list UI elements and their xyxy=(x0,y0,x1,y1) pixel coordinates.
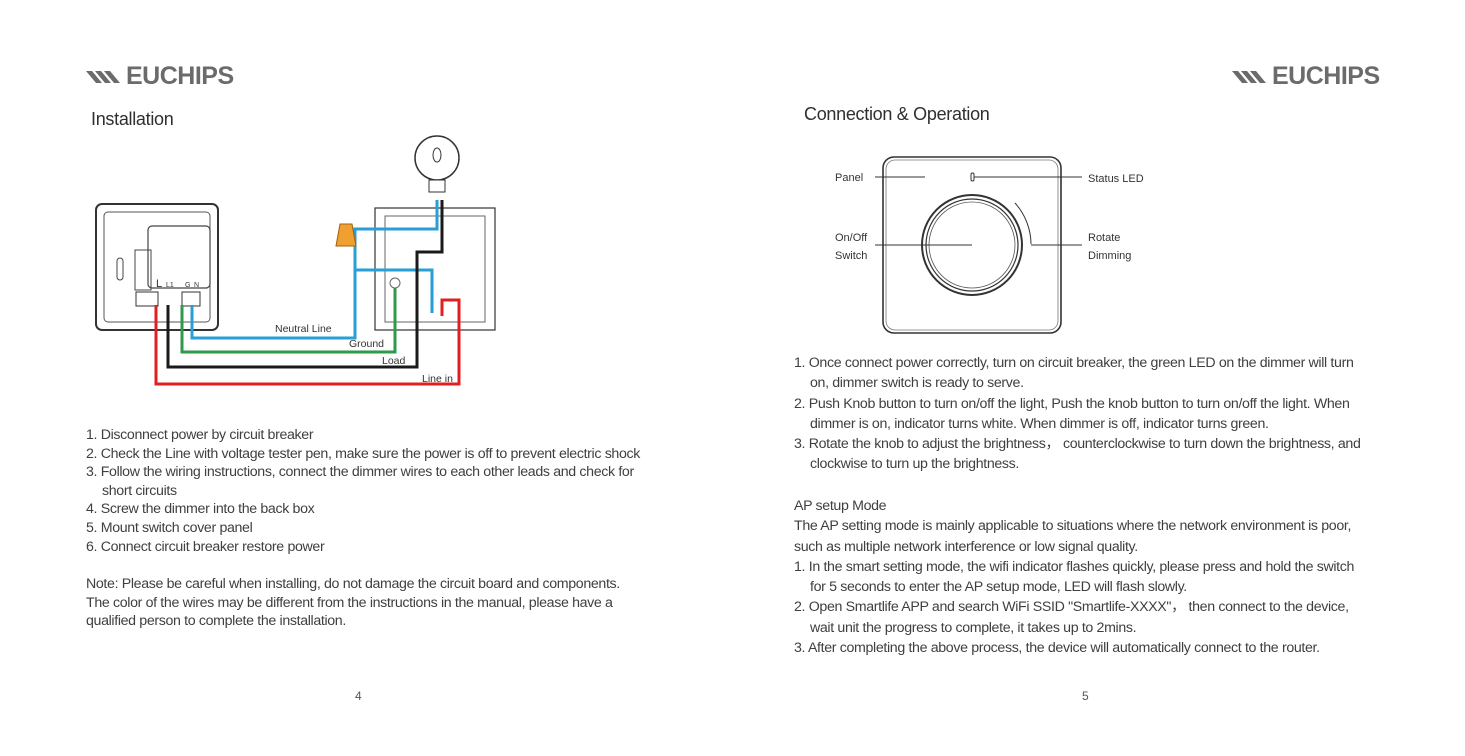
line-in-wire xyxy=(154,298,461,386)
step-text: 2. Push Knob button to turn on/off the l… xyxy=(794,395,1350,412)
installation-note: Note: Please be careful when installing,… xyxy=(86,575,620,631)
step-text: 2. Check the Line with voltage tester pe… xyxy=(86,445,641,462)
step-text: on, dimmer switch is ready to serve. xyxy=(810,375,1024,392)
ground-wire xyxy=(180,286,397,354)
label-onoff: On/Off xyxy=(835,232,868,244)
label-line-in: Line in xyxy=(422,373,453,385)
step-text: dimmer is on, indicator turns white. Whe… xyxy=(810,415,1269,432)
wire-connector-icon xyxy=(335,223,357,247)
load-wire xyxy=(166,200,444,369)
terminal-label-l1: L1 xyxy=(166,282,174,289)
note-line: Note: Please be careful when installing,… xyxy=(86,576,620,592)
step-text: 6. Connect circuit breaker restore power xyxy=(86,538,325,555)
step-text: 4. Screw the dimmer into the back box xyxy=(86,501,315,518)
label-load: Load xyxy=(382,355,406,367)
brand-logo: EUCHIPS xyxy=(86,62,234,91)
page-title: Connection & Operation xyxy=(804,104,990,124)
step-text: 3. Rotate the knob to adjust the brightn… xyxy=(794,436,1361,453)
dimmer-module xyxy=(147,225,211,289)
ap-line: 2. Open Smartlife APP and search WiFi SS… xyxy=(794,599,1349,616)
label-dimming: Dimming xyxy=(1088,250,1131,262)
neutral-wire xyxy=(190,240,357,340)
wiring-diagram: L L1 G N Neutral Line Ground Load Line i… xyxy=(95,135,496,386)
ap-line: such as multiple network interference or… xyxy=(794,538,1138,555)
note-line: The color of the wires may be different … xyxy=(86,594,613,611)
dimmer-panel-diagram: Panel Status LED On/Off Switch Rotate Di… xyxy=(835,156,1144,334)
step-text: short circuits xyxy=(102,482,177,499)
light-bulb-icon xyxy=(414,135,460,181)
operation-steps: 1. Once connect power correctly, turn on… xyxy=(794,353,1361,475)
ap-line: 1. In the smart setting mode, the wifi i… xyxy=(794,558,1355,575)
brand-logo: EUCHIPS xyxy=(1232,62,1380,91)
ap-setup-section: AP setup Mode The AP setting mode is mai… xyxy=(794,496,1354,658)
terminal-label-n: N xyxy=(194,282,199,289)
ap-line: wait unit the progress to complete, it t… xyxy=(810,619,1137,636)
label-rotate: Rotate xyxy=(1088,232,1120,244)
page-number: 4 xyxy=(355,689,362,703)
page-title: Installation xyxy=(91,109,174,129)
label-ground: Ground xyxy=(349,338,384,350)
step-text: clockwise to turn up the brightness. xyxy=(810,456,1019,473)
label-neutral: Neutral Line xyxy=(275,323,332,335)
step-text: 1. Once connect power correctly, turn on… xyxy=(794,355,1354,371)
terminal-label-l: L xyxy=(156,278,162,290)
note-line: qualified person to complete the install… xyxy=(86,613,346,630)
installation-steps: 1. Disconnect power by circuit breaker 2… xyxy=(86,426,640,556)
label-switch: Switch xyxy=(835,250,867,262)
brand-name: EUCHIPS xyxy=(126,62,234,90)
ap-line: 3. After completing the above process, t… xyxy=(794,640,1320,657)
label-status-led: Status LED xyxy=(1088,173,1144,185)
ap-line: The AP setting mode is mainly applicable… xyxy=(794,518,1352,535)
terminal-label-g: G xyxy=(185,282,190,289)
ap-title: AP setup Mode xyxy=(794,498,887,514)
terminal-l xyxy=(135,291,159,307)
ap-line: for 5 seconds to enter the AP setup mode… xyxy=(810,579,1187,596)
label-panel: Panel xyxy=(835,172,863,184)
page-number: 5 xyxy=(1082,689,1089,703)
logo-stripes-icon xyxy=(1232,70,1266,83)
logo-stripes-icon xyxy=(86,70,120,83)
step-text: 1. Disconnect power by circuit breaker xyxy=(86,427,314,443)
step-text: 5. Mount switch cover panel xyxy=(86,519,253,536)
brand-name: EUCHIPS xyxy=(1272,62,1380,90)
rotate-arc-icon xyxy=(1014,202,1032,245)
step-text: 3. Follow the wiring instructions, conne… xyxy=(86,464,634,481)
